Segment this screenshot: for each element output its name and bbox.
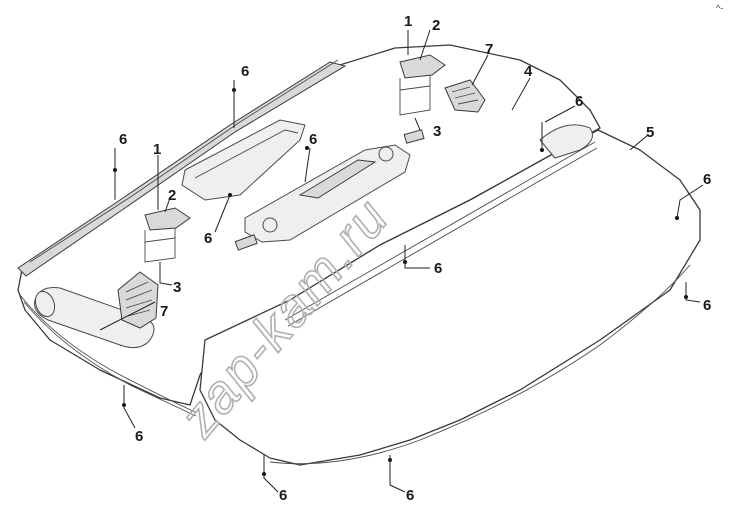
callout-3-upper: 3: [433, 123, 441, 140]
vent-grille-upper: [444, 79, 486, 113]
callout-1-upper: 1: [404, 13, 412, 30]
callout-6-middle: 6: [434, 260, 442, 277]
callout-6-right-lower: 6: [703, 297, 711, 314]
console-clip: [234, 234, 258, 251]
leader-lines: [99, 29, 704, 493]
rear-roll-edge: [539, 124, 593, 159]
callout-labels: 1 2 7 4 6 6 3 6 6 5 1 2 6 6 6 3 7 6 6 6 …: [119, 13, 711, 504]
callout-6-lower-left: 6: [135, 428, 143, 445]
callout-6-console: 6: [309, 131, 317, 148]
callout-7-lower: 7: [160, 303, 168, 320]
corner-mark: ^-: [716, 3, 723, 13]
bracket-lower: [144, 207, 191, 263]
left-recess-tray: [181, 119, 306, 201]
callout-1-lower: 1: [153, 141, 161, 158]
callout-2-upper: 2: [432, 17, 440, 34]
headliner-main-panel: [17, 44, 601, 417]
callout-6-right: 6: [703, 171, 711, 188]
bracket-upper: [399, 54, 446, 116]
rear-roof-panel: [199, 124, 701, 466]
center-clip: [403, 129, 425, 144]
callout-4: 4: [524, 63, 533, 80]
central-overhead-console: [234, 144, 411, 251]
front-roll-cover: [34, 287, 155, 349]
callout-6-left: 6: [119, 131, 127, 148]
callout-5: 5: [646, 124, 654, 141]
left-trim-strip: [17, 61, 347, 277]
callout-3-lower: 3: [173, 279, 181, 296]
callout-6-tray: 6: [204, 230, 212, 247]
callout-6-upper-right: 6: [575, 93, 583, 110]
callout-6-bottom-right: 6: [406, 487, 414, 504]
callout-6-bottom: 6: [279, 487, 287, 504]
callout-7-upper: 7: [485, 41, 493, 58]
vent-grille-lower: [117, 271, 159, 329]
callout-6-top-left: 6: [241, 63, 249, 80]
callout-2-lower: 2: [168, 187, 176, 204]
